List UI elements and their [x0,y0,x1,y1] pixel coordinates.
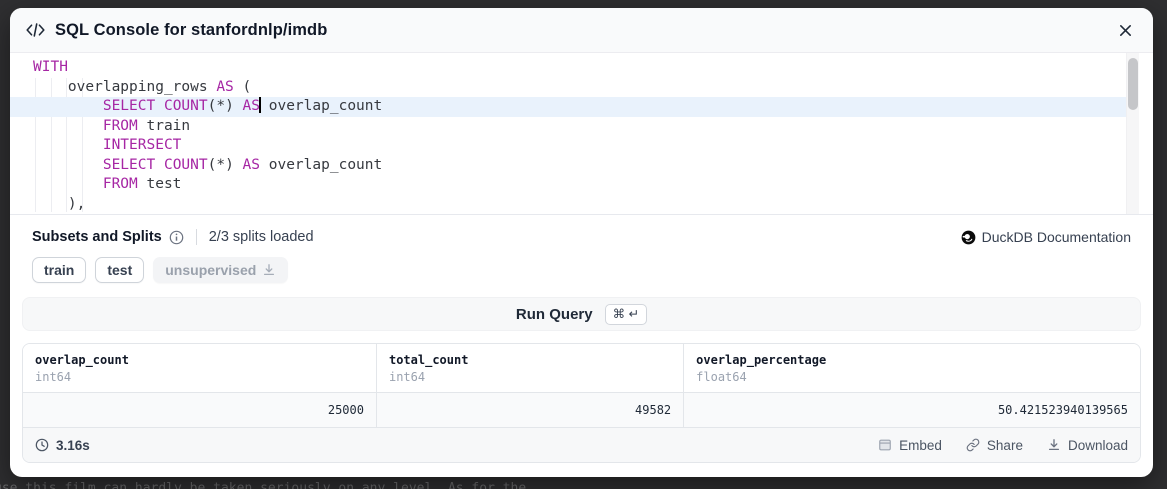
column-header[interactable]: overlap_percentage float64 [683,344,1140,392]
elapsed-label: 3.16s [56,437,90,453]
code-line[interactable]: INTERSECT [102,137,182,153]
split-pill-unsupervised[interactable]: unsupervised [153,257,289,283]
modal-header: SQL Console for stanfordnlp/imdb [10,8,1153,53]
share-button[interactable]: Share [966,438,1023,453]
duckdb-icon [961,230,976,245]
code-line[interactable]: FROM train [102,117,191,134]
share-link-icon [966,438,980,452]
embed-button[interactable]: Embed [878,438,942,453]
column-type: float64 [696,370,747,384]
indent-guide [51,78,52,212]
text-cursor [259,97,261,113]
run-query-label: Run Query [515,305,593,323]
duckdb-docs-link[interactable]: DuckDB Documentation [961,229,1131,245]
modal-title: SQL Console for stanfordnlp/imdb [55,20,328,39]
split-pill-label: unsupervised [165,262,257,278]
run-query-shortcut: ⌘ ↵ [604,303,648,325]
download-label: Download [1067,437,1128,453]
download-icon [1047,438,1061,452]
query-elapsed: 3.16s [35,438,90,453]
column-type: int64 [388,370,426,384]
results-footer: 3.16s Embed [23,427,1140,462]
sql-console-modal: SQL Console for stanfordnlp/imdb WITH ov… [10,8,1153,477]
duckdb-docs-label: DuckDB Documentation [981,229,1131,245]
close-icon [1118,23,1133,38]
split-pill-label: test [107,262,133,278]
table-row: 25000 49582 50.421523940139565 [23,392,1140,427]
split-pill-label: train [44,262,75,278]
column-header[interactable]: overlap_count int64 [23,344,376,392]
code-line[interactable]: FROM test [102,176,182,192]
results-table: overlap_count int64 total_count int64 ov… [22,343,1141,463]
column-name: overlap_count [35,353,129,367]
code-line[interactable]: SELECT COUNT(*) AS overlap_count [102,156,383,173]
column-type: int64 [35,370,72,384]
embed-label: Embed [899,437,942,453]
code-icon [26,22,45,38]
editor-scrollbar[interactable] [1126,53,1139,214]
splits-label: Subsets and Splits [32,229,162,245]
split-pill-test[interactable]: test [95,257,145,283]
table-cell: 50.421523940139565 [683,393,1140,427]
close-button[interactable] [1114,19,1137,42]
code-line-active[interactable]: SELECT COUNT(*) AS overlap_count [10,97,1126,117]
editor-scrollbar-thumb[interactable] [1128,58,1138,110]
code-line[interactable]: ), [33,195,86,212]
clock-icon [35,438,49,452]
indent-guide [82,78,83,212]
info-icon[interactable] [169,230,184,245]
download-button[interactable]: Download [1047,438,1128,453]
splits-status: 2/3 splits loaded [208,229,314,245]
table-cell: 49582 [375,393,683,427]
code-lines: WITH overlapping_rows AS ( SELECT COUNT(… [10,58,1126,214]
share-label: Share [986,437,1023,453]
embed-icon [878,438,892,452]
run-query-button[interactable]: Run Query ⌘ ↵ [22,297,1141,331]
sql-code-editor[interactable]: WITH overlapping_rows AS ( SELECT COUNT(… [10,53,1153,215]
column-header[interactable]: total_count int64 [375,344,683,392]
vertical-divider [195,229,197,245]
split-pills: train test unsupervised [22,257,1141,283]
code-line[interactable]: WITH [33,59,68,75]
table-cell: 25000 [327,403,364,417]
download-icon [262,263,276,277]
indent-guide [66,78,67,212]
code-line[interactable]: overlapping_rows AS ( [33,78,252,95]
column-name: overlap_percentage [696,353,827,367]
dimmed-page-text: use this film can hardly be taken seriou… [0,481,527,489]
results-header: overlap_count int64 total_count int64 ov… [23,344,1140,392]
indent-guide [35,78,36,212]
splits-row: Subsets and Splits 2/3 splits loaded [22,226,1141,248]
column-name: total_count [388,353,469,367]
split-pill-train[interactable]: train [32,257,87,283]
